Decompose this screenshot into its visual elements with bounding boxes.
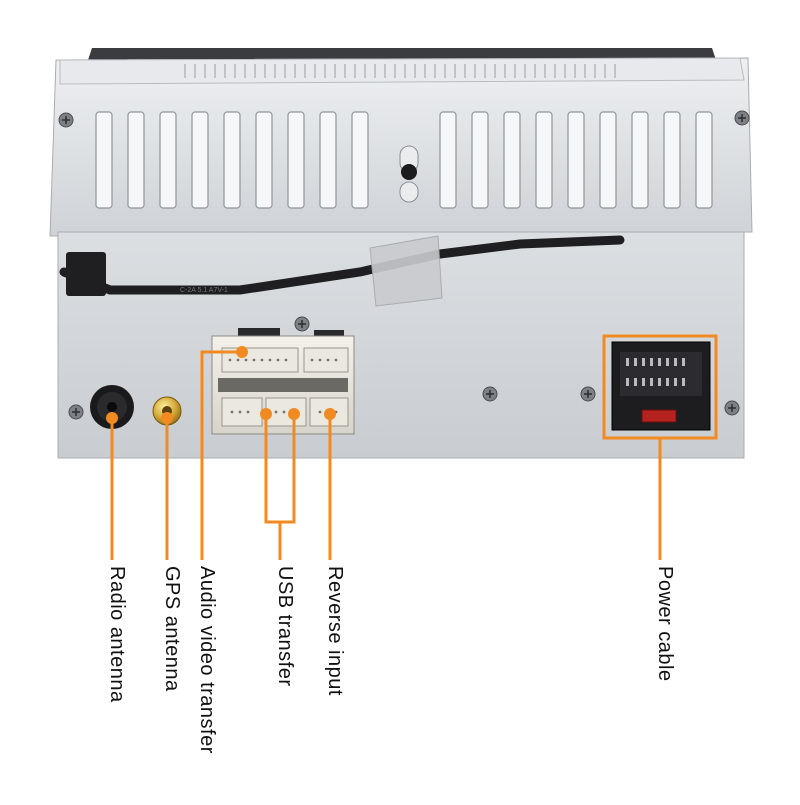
audio-video-label: Audio video transfer: [196, 566, 218, 754]
power-cable-label: Power cable: [654, 566, 676, 682]
internal-cable: C-2A 5.1 A7V-1: [59, 235, 625, 307]
chassis-rim: [88, 48, 716, 60]
gps-antenna-label: GPS antenna: [161, 566, 183, 692]
callout-lines: [110, 334, 718, 560]
usb-transfer-label: USB transfer: [274, 566, 296, 687]
callout-dots: [106, 346, 336, 424]
power-connector: [611, 341, 711, 431]
mount-hole: [399, 145, 419, 203]
top-vent-slots: [184, 64, 616, 78]
radio-antenna-jack: [90, 385, 134, 429]
screw: [58, 110, 750, 420]
reverse-input-label: Reverse input: [324, 566, 346, 696]
fuse: [641, 409, 677, 423]
cable-print: C-2A 5.1 A7V-1: [180, 287, 228, 294]
radio-antenna-label: Radio antenna: [106, 566, 128, 703]
side-vent-slots: [95, 111, 713, 209]
